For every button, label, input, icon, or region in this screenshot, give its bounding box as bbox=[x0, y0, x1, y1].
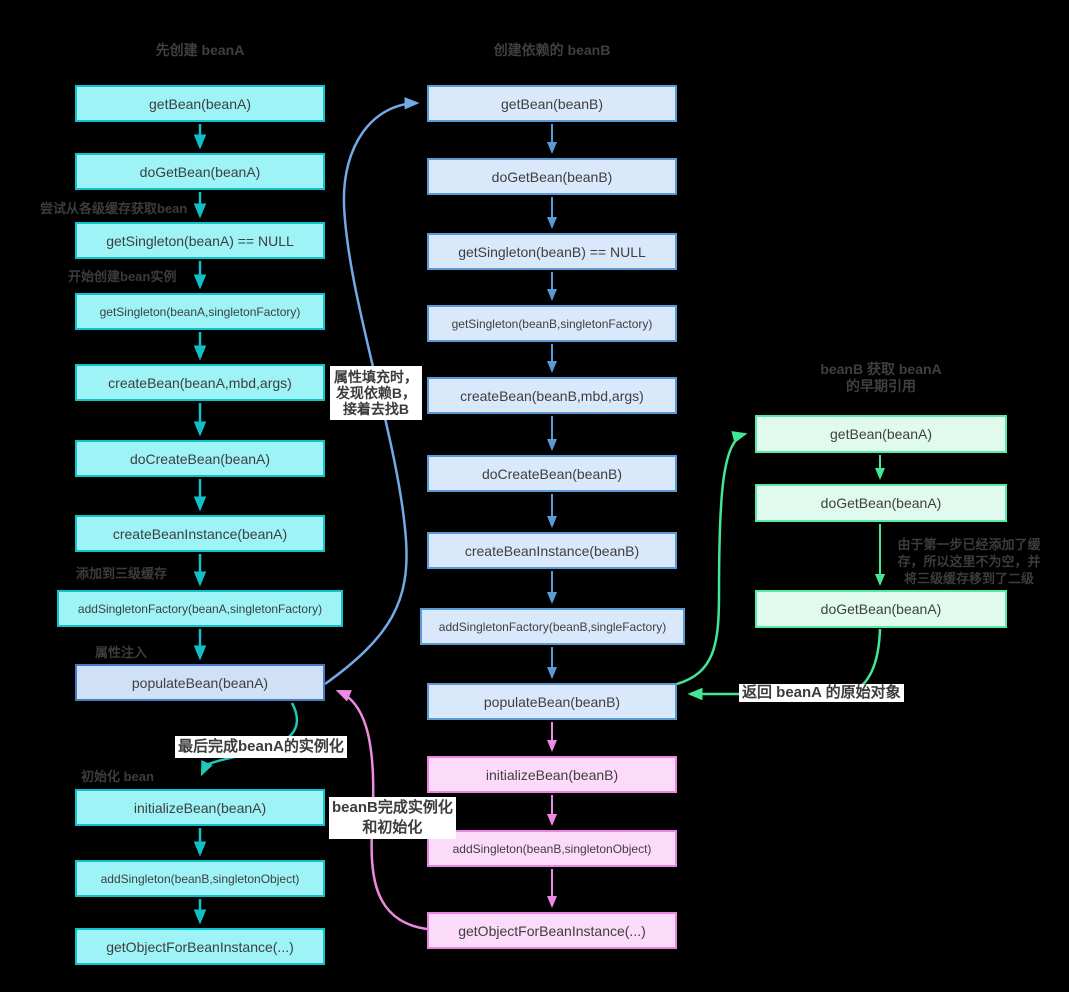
note-property-inject: 属性注入 bbox=[95, 645, 148, 660]
middle-column-title: 创建依赖的 beanB bbox=[493, 42, 611, 58]
node-getsingleton-beanb-null: getSingleton(beanB) == NULL bbox=[427, 233, 677, 270]
node-addsingleton-beanb-left: addSingleton(beanB,singletonObject) bbox=[75, 860, 325, 897]
node-createbeaninstance-beana: createBeanInstance(beanA) bbox=[75, 515, 325, 552]
node-getsingleton-beana-factory: getSingleton(beanA,singletonFactory) bbox=[75, 293, 325, 330]
curve-populate-b-to-getbean-a bbox=[676, 431, 748, 686]
label-finish-beana: 最后完成beanA的实例化 bbox=[175, 736, 347, 758]
note-cache-moved: 由于第一步已经添加了缓 存，所以这里不为空，并 将三级缓存移到了二级 bbox=[897, 537, 1041, 586]
node-getsingleton-beanb-factory: getSingleton(beanB,singletonFactory) bbox=[427, 305, 677, 342]
node-addsingleton-beanb: addSingleton(beanB,singletonObject) bbox=[427, 830, 677, 867]
node-getbean-beana: getBean(beanA) bbox=[75, 85, 325, 122]
node-populatebean-beana: populateBean(beanA) bbox=[75, 664, 325, 701]
node-getbean-beanb: getBean(beanB) bbox=[427, 85, 677, 122]
node-getsingleton-beana-null: getSingleton(beanA) == NULL bbox=[75, 222, 325, 259]
node-createbean-beanb: createBean(beanB,mbd,args) bbox=[427, 377, 677, 414]
node-docreatebean-beana: doCreateBean(beanA) bbox=[75, 440, 325, 477]
node-createbeaninstance-beanb: createBeanInstance(beanB) bbox=[427, 532, 677, 569]
node-dogetbean-beana: doGetBean(beanA) bbox=[75, 153, 325, 190]
note-add-l3-cache: 添加到三级缓存 bbox=[76, 566, 168, 581]
label-return-original-a: 返回 beanA 的原始对象 bbox=[739, 684, 904, 702]
note-try-cache: 尝试从各级缓存获取bean bbox=[40, 201, 188, 216]
label-finish-beanb: beanB完成实例化 和初始化 bbox=[329, 797, 456, 839]
node-dogetbean-beana-early-2: doGetBean(beanA) bbox=[755, 590, 1007, 628]
node-createbean-beana: createBean(beanA,mbd,args) bbox=[75, 364, 325, 401]
note-init-bean: 初始化 bean bbox=[81, 769, 154, 784]
node-initializebean-beanb: initializeBean(beanB) bbox=[427, 756, 677, 793]
right-column-title: beanB 获取 beanA 的早期引用 bbox=[820, 361, 942, 394]
node-populatebean-beanb: populateBean(beanB) bbox=[427, 683, 677, 720]
node-dogetbean-beanb: doGetBean(beanB) bbox=[427, 158, 677, 195]
node-addsingletonfactory-beana: addSingletonFactory(beanA,singletonFacto… bbox=[57, 590, 343, 627]
node-getobjectforbeaninstance-left: getObjectForBeanInstance(...) bbox=[75, 928, 325, 965]
node-dogetbean-beana-early-1: doGetBean(beanA) bbox=[755, 484, 1007, 522]
note-begin-create: 开始创建bean实例 bbox=[68, 269, 177, 284]
node-addsingletonfactory-beanb: addSingletonFactory(beanB,singleFactory) bbox=[420, 608, 685, 645]
left-column-title: 先创建 beanA bbox=[155, 42, 245, 58]
node-getobjectforbeaninstance-beanb: getObjectForBeanInstance(...) bbox=[427, 912, 677, 949]
node-docreatebean-beanb: doCreateBean(beanB) bbox=[427, 455, 677, 492]
node-initializebean-beana: initializeBean(beanA) bbox=[75, 789, 325, 826]
node-getbean-beana-early: getBean(beanA) bbox=[755, 415, 1007, 453]
label-find-dependency-b: 属性填充时， 发现依赖B， 接着去找B bbox=[330, 366, 422, 420]
